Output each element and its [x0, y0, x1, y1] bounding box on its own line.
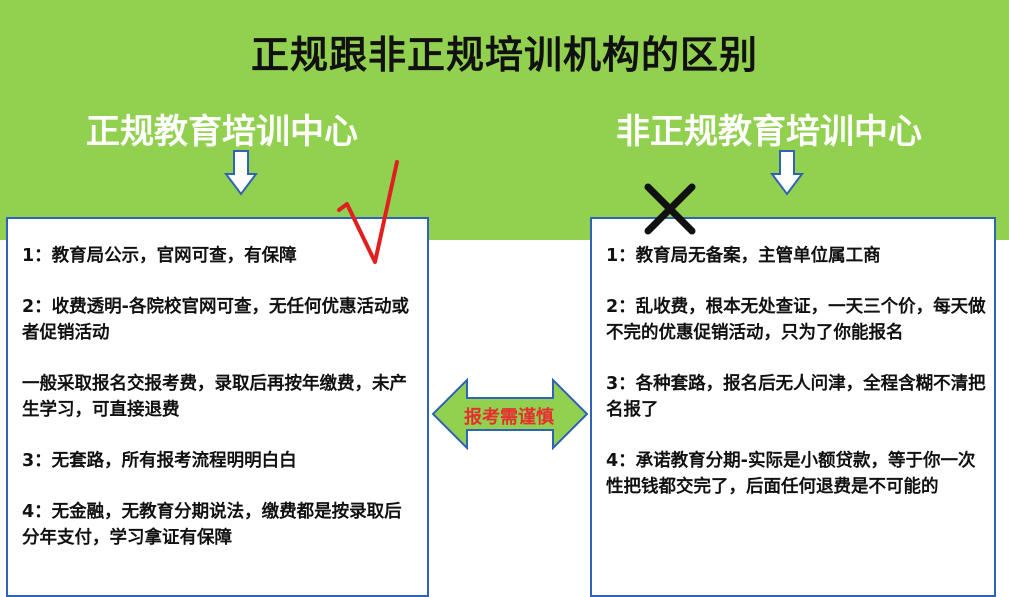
left-item: 3：无套路，所有报考流程明明白白 [22, 451, 297, 471]
check-mark-icon [337, 160, 399, 264]
left-item: 4：无金融，无教育分期说法，缴费都是按录取后分年支付，学习拿证有保障 [22, 502, 402, 548]
down-arrow-icon [770, 150, 804, 196]
left-item: 2：收费透明-各院校官网可查，无任何优惠活动或者促销活动 [22, 297, 409, 343]
right-heading: 非正规教育培训中心 [616, 112, 922, 152]
right-item: 1：教育局无备案，主管单位属工商 [606, 246, 881, 266]
header-band [0, 0, 1009, 240]
left-panel: 1：教育局公示，官网可查，有保障 2：收费透明-各院校官网可查，无任何优惠活动或… [6, 217, 429, 597]
double-arrow-icon [431, 378, 589, 450]
right-panel: 1：教育局无备案，主管单位属工商 2：乱收费，根本无处查证，一天三个价，每天做不… [590, 217, 996, 597]
right-item: 3：各种套路，报名后无人问津，全程含糊不清把名报了 [606, 374, 986, 420]
right-item: 2：乱收费，根本无处查证，一天三个价，每天做不完的优惠促销活动，只为了你能报名 [606, 297, 986, 343]
down-arrow-icon [224, 150, 258, 196]
right-item: 4：承诺教育分期-实际是小额贷款，等于你一次性把钱都交完了，后面任何退费是不可能… [606, 451, 976, 497]
cross-mark-icon [644, 183, 696, 235]
left-item: 一般采取报名交报考费，录取后再按年缴费，未产生学习，可直接退费 [22, 374, 407, 420]
left-heading: 正规教育培训中心 [86, 112, 358, 152]
page-title: 正规跟非正规培训机构的区别 [250, 33, 758, 77]
left-item: 1：教育局公示，官网可查，有保障 [22, 246, 297, 266]
warning-label: 报考需谨慎 [464, 407, 554, 428]
